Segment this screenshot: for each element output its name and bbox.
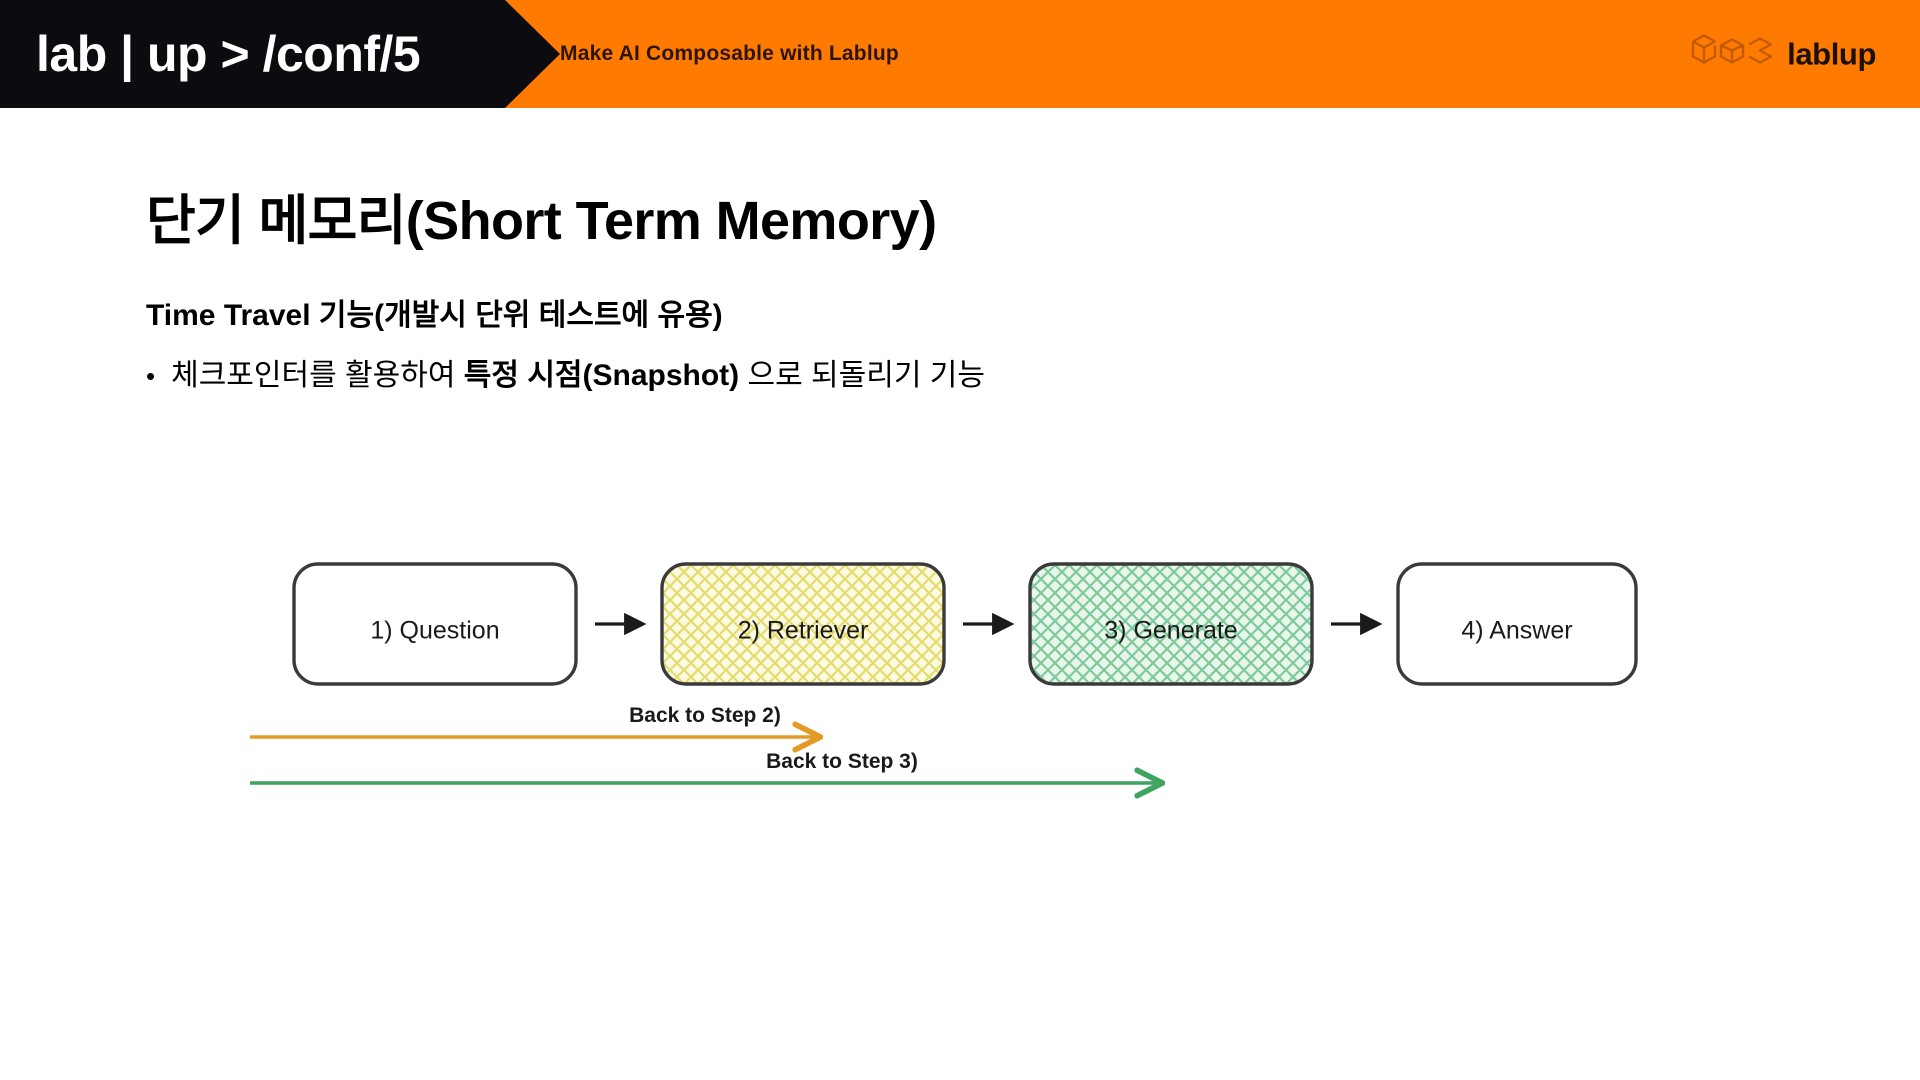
diagram-node-label: 4) Answer: [1461, 617, 1572, 645]
page-title: 단기 메모리(Short Term Memory): [146, 191, 937, 252]
diagram-node-label: 2) Retriever: [738, 617, 869, 645]
node-shape: [292, 562, 578, 686]
diagram-node-label: 3) Generate: [1104, 617, 1237, 645]
loop-arrow-back-to-step-3: Back to Step 3): [250, 750, 1160, 783]
bullet-text-part2: 으로 되돌리기 기능: [739, 359, 985, 392]
rag-flow-diagram: 1) Question 2) Retriever 3) Generate 4) …: [250, 530, 1680, 830]
loop-arrow-label: Back to Step 3): [766, 750, 918, 773]
header-tagline: Make AI Composable with Lablup: [560, 42, 899, 65]
bullet-text-emphasis: 특정 시점(Snapshot): [463, 359, 740, 392]
lablup-isometric-mark-icon: [1689, 34, 1775, 74]
conf-brand-logo: lab | up > /conf/5: [36, 26, 421, 82]
bullet-marker-icon: •: [146, 361, 156, 391]
diagram-node-answer: 4) Answer: [1396, 562, 1638, 686]
node-shape: [1396, 562, 1638, 686]
diagram-node-retriever: 2) Retriever: [660, 562, 946, 686]
node-shape: [660, 562, 946, 686]
header-black-chevron-shape: [0, 0, 560, 108]
bullet-text-part1: 체크포인터를 활용하여: [171, 359, 464, 392]
loop-arrow-label: Back to Step 2): [629, 704, 781, 727]
lablup-wordmark: lablup: [1787, 36, 1876, 71]
diagram-node-question: 1) Question: [292, 562, 578, 686]
loop-arrow-back-to-step-2: Back to Step 2): [250, 704, 818, 737]
diagram-node-generate: 3) Generate: [1028, 562, 1314, 686]
node-shape: [1028, 562, 1314, 686]
bullet-text: 체크포인터를 활용하여 특정 시점(Snapshot) 으로 되돌리기 기능: [171, 350, 985, 394]
lablup-logo: lablup: [1689, 34, 1876, 74]
diagram-node-label: 1) Question: [370, 617, 499, 645]
subheading: Time Travel 기능(개발시 단위 테스트에 유용): [146, 299, 723, 332]
header-band: lab | up > /conf/5 Make AI Composable wi…: [0, 0, 1920, 108]
bullet-item: • 체크포인터를 활용하여 특정 시점(Snapshot) 으로 되돌리기 기능: [146, 350, 985, 394]
